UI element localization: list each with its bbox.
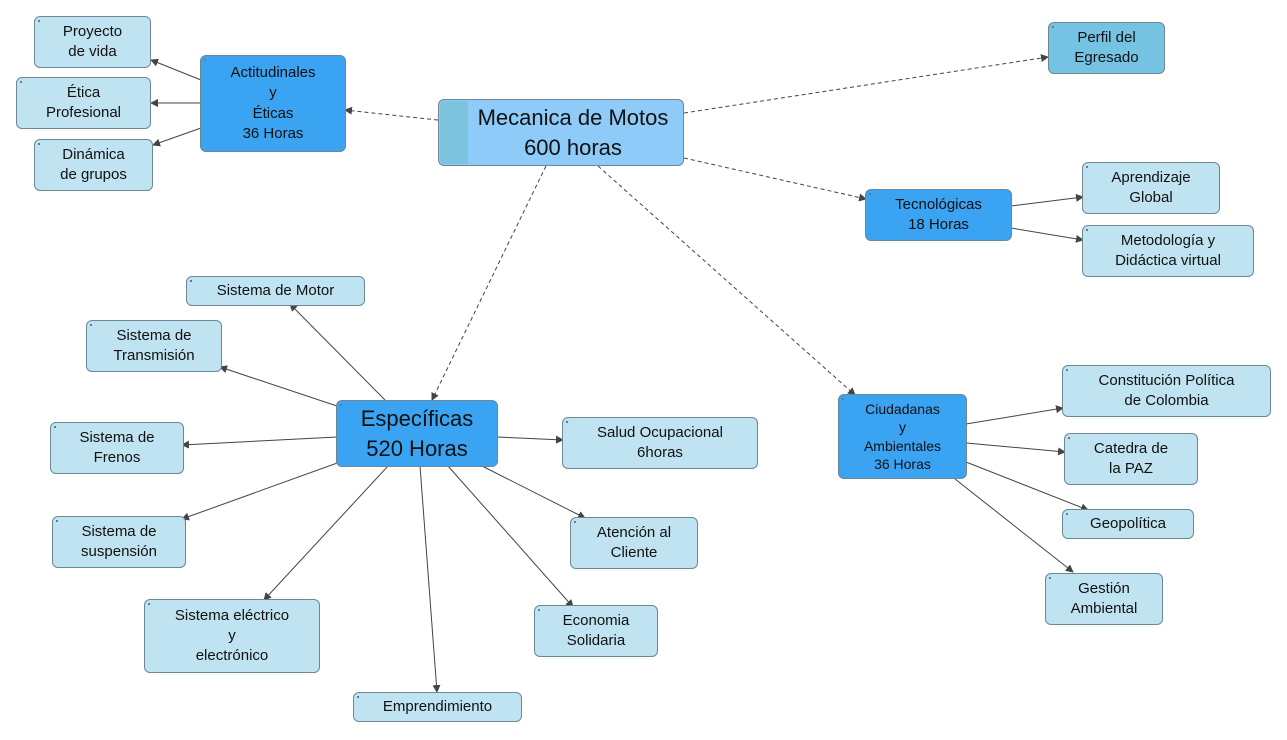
node-tecnologicas[interactable]: Tecnológicas 18 Horas [865,189,1012,241]
node-etica-profesional[interactable]: Ética Profesional [16,77,151,129]
node-constitucion-politica[interactable]: Constitución Política de Colombia [1062,365,1271,417]
node-gestion-ambiental[interactable]: Gestión Ambiental [1045,573,1163,625]
node-dinamica-de-grupos[interactable]: Dinámica de grupos [34,139,153,191]
link-central-actitudinales [344,106,439,121]
node-emprendimiento[interactable]: Emprendimiento [353,692,522,722]
link-central-especificas [431,165,547,401]
link-actitudinales-proyecto [150,58,202,81]
node-ciudadanas-ambientales[interactable]: Ciudadanas y Ambientales 36 Horas [838,394,967,479]
link-actitudinales-dinamica [152,127,202,147]
link-especificas-salud [496,435,564,444]
node-perfil-del-egresado[interactable]: Perfil del Egresado [1048,22,1165,74]
link-central-tecnologicas [683,157,867,202]
node-mecanica-de-motos[interactable]: Mecanica de Motos 600 horas [438,99,684,166]
link-central-ciudadanas [597,165,856,396]
node-sistema-de-motor[interactable]: Sistema de Motor [186,276,365,306]
link-especificas-emprendimiento [419,465,441,693]
node-sistema-electrico[interactable]: Sistema eléctrico y electrónico [144,599,320,673]
node-sistema-de-suspension[interactable]: Sistema de suspensión [52,516,186,568]
node-geopolitica[interactable]: Geopolítica [1062,509,1194,539]
node-economia-solidaria[interactable]: Economia Solidaria [534,605,658,657]
node-aprendizaje-global[interactable]: Aprendizaje Global [1082,162,1220,214]
node-atencion-al-cliente[interactable]: Atención al Cliente [570,517,698,569]
node-metodologia-didactica[interactable]: Metodología y Didáctica virtual [1082,225,1254,277]
link-especificas-frenos [181,436,338,449]
node-proyecto-de-vida[interactable]: Proyecto de vida [34,16,151,68]
link-ciudadanas-geopolitica [965,461,1089,512]
node-sistema-de-transmision[interactable]: Sistema de Transmisión [86,320,222,372]
link-especificas-electrico [263,465,389,601]
link-tecnologicas-aprendizaje [1010,193,1084,207]
link-especificas-atencion [481,465,586,519]
link-especificas-suspension [181,461,341,521]
node-especificas[interactable]: Específicas 520 Horas [336,400,498,467]
link-ciudadanas-catedra [965,442,1066,456]
node-catedra-de-la-paz[interactable]: Catedra de la PAZ [1064,433,1198,485]
link-tecnologicas-metodologia [1010,227,1084,243]
link-central-perfil [683,54,1049,114]
link-especificas-economia [447,465,574,608]
link-especificas-motor [289,303,386,401]
node-mecanica-de-motos-label: Mecanica de Motos 600 horas [477,104,669,160]
link-especificas-transmision [219,365,338,407]
node-salud-ocupacional[interactable]: Salud Ocupacional 6horas [562,417,758,469]
link-ciudadanas-constitucion [965,405,1064,425]
node-sistema-de-frenos[interactable]: Sistema de Frenos [50,422,184,474]
node-actitudinales[interactable]: Actitudinales y Éticas 36 Horas [200,55,346,152]
link-ciudadanas-gestion [954,478,1074,573]
